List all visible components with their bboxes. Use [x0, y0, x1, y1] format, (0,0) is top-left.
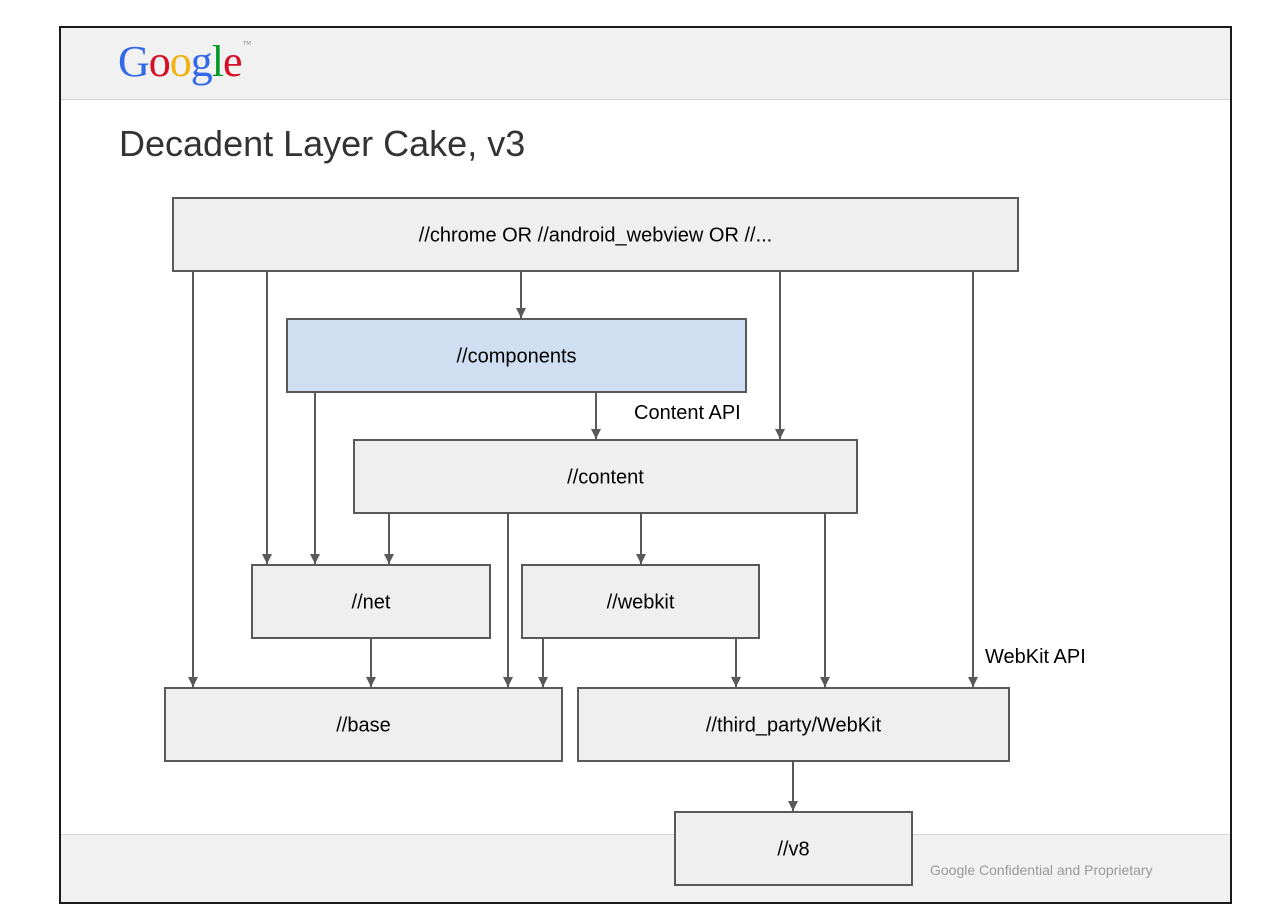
box-net	[251, 564, 491, 639]
logo-letter: G	[118, 37, 150, 86]
node-components: //components	[286, 318, 747, 393]
content-api-label: Content API	[634, 402, 741, 424]
node-base: //base	[164, 687, 563, 762]
logo-letter: g	[190, 37, 213, 86]
slide-title: Decadent Layer Cake, v3	[119, 123, 526, 164]
arrows	[188, 271, 978, 811]
box-content	[353, 439, 858, 514]
footer-band	[61, 834, 1230, 902]
logo-letter: e	[223, 37, 243, 86]
node-webkit: //webkit	[521, 564, 760, 639]
webkit-api-label: WebKit API	[985, 646, 1086, 668]
logo-letter: o	[148, 37, 171, 86]
box-v8	[674, 811, 913, 886]
label-base: //base	[336, 715, 390, 737]
node-v8: //v8	[674, 811, 913, 886]
box-webkit	[521, 564, 760, 639]
annotations: Content API WebKit API	[634, 402, 1086, 668]
header-band	[61, 28, 1230, 100]
node-content: //content	[353, 439, 858, 514]
label-third-party: //third_party/WebKit	[706, 715, 882, 737]
node-chrome: //chrome OR //android_webview OR //...	[172, 197, 1019, 272]
trademark-mark: ™	[242, 39, 252, 49]
logo-letter: o	[169, 37, 192, 86]
node-third-party: //third_party/WebKit	[577, 687, 1010, 762]
node-net: //net	[251, 564, 491, 639]
label-components: //components	[456, 346, 576, 368]
box-components	[286, 318, 747, 393]
nodes: //chrome OR //android_webview OR //... //…	[164, 197, 1019, 886]
label-v8: //v8	[777, 839, 809, 861]
box-chrome	[172, 197, 1019, 272]
label-content: //content	[567, 467, 644, 489]
label-net: //net	[352, 592, 391, 614]
logo-letter: l	[211, 37, 224, 86]
box-third-party	[577, 687, 1010, 762]
label-webkit: //webkit	[607, 592, 675, 614]
google-logo: Google™	[118, 37, 252, 86]
label-chrome: //chrome OR //android_webview OR //...	[419, 225, 772, 247]
box-base	[164, 687, 563, 762]
footer-confidential-text: Google Confidential and Proprietary	[930, 862, 1153, 878]
